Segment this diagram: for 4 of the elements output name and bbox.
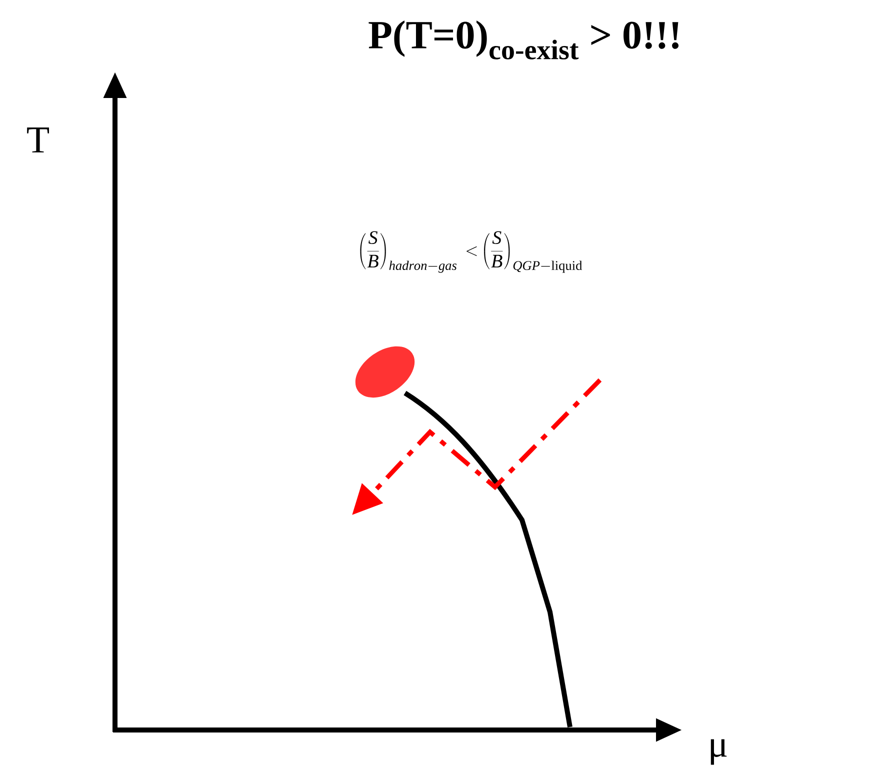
- axis-label: T: [27, 128, 49, 152]
- title: P(T=0)$_{co-exist}$ > 0!!!: [368, 20, 679, 60]
- axis-label: μ: [710, 739, 727, 765]
- formula: $\left(\frac{\mathit{S}}{\mathit{B}}\right)_{\mathit{hadron}-\mathit{gas}}\;\mathbf{<}\left(\frac{\mathit{S}}{\mathit{B}}\right)_{\mathit{QGP}-\mathrm{liquid}}$: [360, 231, 582, 273]
